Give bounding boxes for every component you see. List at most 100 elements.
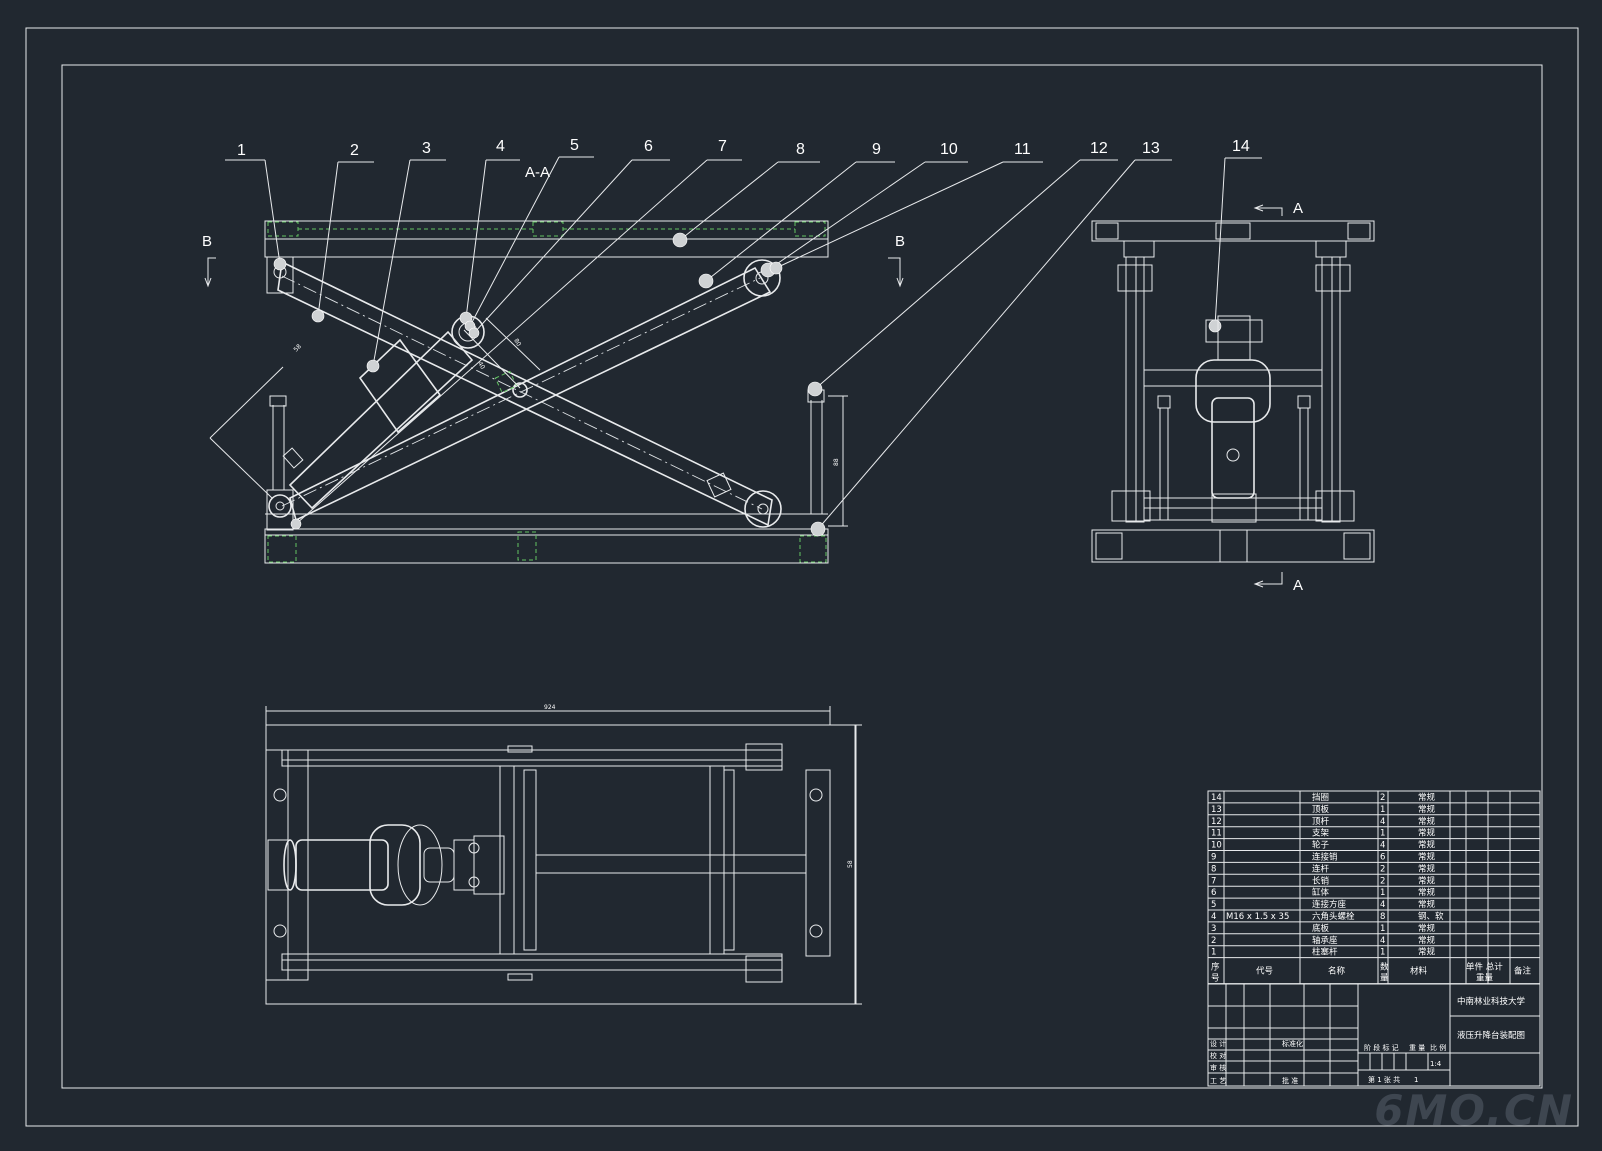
bom-row-material: 常规 bbox=[1418, 887, 1436, 898]
bom-row-name: 挡圈 bbox=[1312, 792, 1329, 803]
bom-row-no: 6 bbox=[1211, 888, 1216, 898]
bom-row-name: 连接销 bbox=[1312, 852, 1338, 863]
bom-row-name: 连接方座 bbox=[1312, 899, 1347, 910]
bom-row-name: 长销 bbox=[1312, 875, 1330, 886]
bom-row-material: 常规 bbox=[1418, 899, 1436, 910]
bom-row-material: 常规 bbox=[1418, 923, 1436, 934]
bom-row-qty: 4 bbox=[1380, 841, 1385, 851]
dim-right-height: 88 bbox=[833, 458, 840, 466]
tb-check: 校 对 bbox=[1210, 1051, 1226, 1060]
view-arrow-label-a-bottom: A bbox=[1293, 577, 1303, 594]
bom-row-name: 顶板 bbox=[1312, 804, 1330, 815]
part-number-2: 2 bbox=[350, 142, 359, 159]
bom-row-name: 支架 bbox=[1312, 828, 1330, 839]
view-arrow-b-right bbox=[888, 257, 901, 286]
tb-stage: 阶 段 标 记 bbox=[1364, 1043, 1399, 1052]
tb-design: 设 计 bbox=[1210, 1039, 1226, 1048]
bom-row-no: 13 bbox=[1211, 805, 1222, 815]
bom-row-no: 8 bbox=[1211, 864, 1216, 874]
bom-row-material: 常规 bbox=[1418, 852, 1436, 863]
watermark: 6MO.CN bbox=[1374, 1086, 1574, 1135]
bom-row-no: 11 bbox=[1211, 829, 1222, 839]
bom-row-no: 5 bbox=[1211, 900, 1216, 910]
part-number-4: 4 bbox=[496, 138, 505, 155]
drawing-title: 液压升降台装配图 bbox=[1457, 1030, 1525, 1041]
tb-review: 审 核 bbox=[1210, 1063, 1226, 1072]
tb-sheet: 第 1 张 共 bbox=[1368, 1075, 1400, 1084]
part-number-14: 14 bbox=[1232, 138, 1250, 155]
bom-header-weight: 重量 bbox=[1476, 973, 1494, 984]
bom-row-qty: 4 bbox=[1380, 817, 1385, 827]
tb-sheet-total: 1 bbox=[1414, 1076, 1418, 1084]
bom-row-qty: 2 bbox=[1380, 876, 1385, 886]
part-number-11: 11 bbox=[1014, 141, 1031, 158]
bom-row-material: 常规 bbox=[1418, 875, 1436, 886]
tb-scale: 比 例 bbox=[1430, 1043, 1446, 1052]
bom-row-qty: 2 bbox=[1380, 793, 1385, 803]
inner-border bbox=[61, 64, 1543, 1089]
section-label-aa: A-A bbox=[525, 164, 550, 181]
part-number-9: 9 bbox=[872, 141, 881, 158]
bom-row-name: 顶杆 bbox=[1312, 816, 1330, 827]
view-arrow-b-left bbox=[207, 257, 216, 286]
bom-row-qty: 6 bbox=[1380, 853, 1385, 863]
bom-row-material: 常规 bbox=[1418, 792, 1436, 803]
bom-row-no: 7 bbox=[1211, 876, 1216, 886]
dim-left: 58 bbox=[292, 343, 302, 353]
bom-row-material: 常规 bbox=[1418, 828, 1436, 839]
bom-row-qty: 1 bbox=[1380, 829, 1385, 839]
school-name: 中南林业科技大学 bbox=[1457, 996, 1526, 1007]
bom-row-material: 常规 bbox=[1418, 840, 1436, 851]
bom-row-qty: 4 bbox=[1380, 900, 1385, 910]
tb-standard: 标准化 bbox=[1282, 1039, 1303, 1048]
dim-center-1: 80 bbox=[512, 338, 522, 348]
bom-header-no: 序 bbox=[1211, 962, 1220, 973]
view-arrow-label-b-right: B bbox=[895, 233, 905, 250]
bom-row-no: 12 bbox=[1211, 817, 1222, 827]
bom-row-no: 10 bbox=[1211, 841, 1222, 851]
bom-row-material: 钢、软 bbox=[1418, 911, 1444, 922]
part-number-10: 10 bbox=[940, 141, 958, 158]
bom-row-name: 轮子 bbox=[1312, 840, 1330, 851]
part-number-3: 3 bbox=[422, 140, 431, 157]
bom-row-name: 连杆 bbox=[1312, 863, 1330, 874]
bom-row-material: 常规 bbox=[1418, 947, 1436, 958]
dim-top-length: 924 bbox=[544, 704, 556, 711]
bom-row-qty: 1 bbox=[1380, 924, 1385, 934]
bom-row-qty: 4 bbox=[1380, 936, 1385, 946]
bom-row-material: 常规 bbox=[1418, 863, 1436, 874]
bom-row-material: 常规 bbox=[1418, 816, 1436, 827]
top-view bbox=[265, 706, 862, 1005]
part-number-6: 6 bbox=[644, 138, 653, 155]
tb-approve: 批 准 bbox=[1282, 1076, 1298, 1085]
view-arrow-label-a-top: A bbox=[1293, 200, 1303, 217]
front-section-view bbox=[209, 220, 848, 564]
part-number-13: 13 bbox=[1142, 140, 1160, 157]
bom-header-unit-total: 单件 总计 bbox=[1466, 962, 1503, 973]
view-arrow-a-top bbox=[1255, 207, 1283, 216]
bom-header-name: 名称 bbox=[1328, 966, 1346, 977]
bom-row-name: 轴承座 bbox=[1312, 935, 1338, 946]
bom-row-code: M16 x 1.5 x 35 bbox=[1226, 912, 1289, 922]
bom-row-name: 柱塞杆 bbox=[1312, 947, 1338, 958]
bom-row-no: 4 bbox=[1211, 912, 1216, 922]
bom-row-no: 3 bbox=[1211, 924, 1216, 934]
tb-weight: 重 量 bbox=[1409, 1044, 1425, 1052]
part-number-7: 7 bbox=[718, 138, 727, 155]
part-number-labels: 1 2 3 4 5 6 7 8 9 10 11 12 13 14 bbox=[237, 137, 1250, 159]
bom-row-material: 常规 bbox=[1418, 804, 1436, 815]
title-block: 中南林业科技大学 液压升降台装配图 设 计 校 对 审 核 工 艺 标准化 批 … bbox=[1208, 983, 1540, 1086]
dim-top-width: 58 bbox=[847, 860, 854, 868]
bom-row-name: 缸体 bbox=[1312, 887, 1330, 898]
part-number-12: 12 bbox=[1090, 140, 1108, 157]
bom-row-qty: 8 bbox=[1380, 912, 1385, 922]
bom-header-qty-2: 量 bbox=[1380, 974, 1389, 984]
outer-border bbox=[25, 27, 1579, 1127]
bom-header-qty: 数 bbox=[1380, 962, 1389, 973]
dim-center-2: 40 bbox=[476, 361, 486, 371]
bom-row-name: 底板 bbox=[1312, 923, 1330, 934]
view-arrow-a-bottom bbox=[1255, 572, 1283, 585]
side-view bbox=[1091, 220, 1375, 563]
